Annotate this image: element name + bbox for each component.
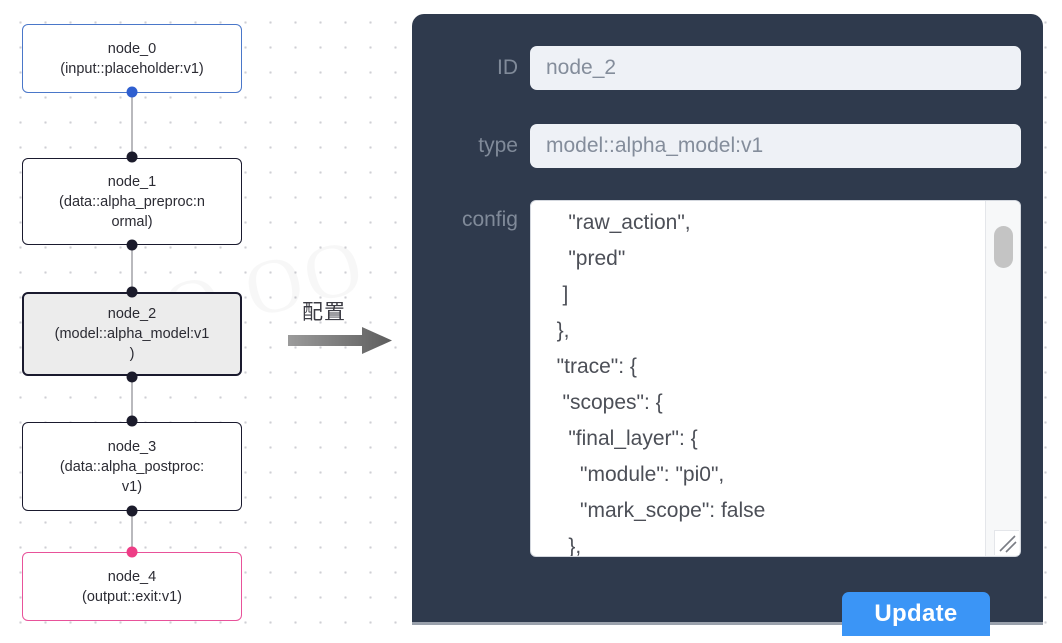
- edge-node0-node1: [131, 91, 134, 158]
- graph-node-node_0[interactable]: node_0 (input::placeholder:v1): [22, 24, 242, 93]
- config-textarea[interactable]: "raw_action", "pred" ] }, "trace": { "sc…: [530, 200, 1021, 557]
- edge-node3-node4: [131, 511, 134, 552]
- port-node_0-output[interactable]: [126, 86, 138, 98]
- type-field-label: type: [478, 134, 518, 157]
- resize-grip-icon[interactable]: [994, 530, 1019, 555]
- update-button[interactable]: Update: [842, 592, 990, 636]
- type-input[interactable]: model::alpha_model:v1: [530, 124, 1021, 168]
- port-node_4-input[interactable]: [126, 546, 138, 558]
- field-row-config: config "raw_action", "pred" ] }, "trace"…: [412, 200, 1021, 557]
- graph-node-node_3[interactable]: node_3 (data::alpha_postproc: v1): [22, 422, 242, 511]
- scrollbar-thumb[interactable]: [994, 226, 1013, 268]
- graph-node-label: node_4 (output::exit:v1): [82, 568, 182, 605]
- graph-node-node_2[interactable]: node_2 (model::alpha_model:v1 ): [22, 292, 242, 376]
- port-node_3-output[interactable]: [126, 505, 138, 517]
- id-input[interactable]: node_2: [530, 46, 1021, 90]
- field-row-id: ID node_2: [412, 46, 1021, 90]
- graph-node-node_4[interactable]: node_4 (output::exit:v1): [22, 552, 242, 621]
- edge-node1-node2: [131, 245, 134, 292]
- arrow-right-icon: [288, 327, 392, 354]
- id-field-label: ID: [497, 56, 518, 79]
- annotation-label: 配置: [302, 300, 346, 324]
- port-node_3-input[interactable]: [126, 415, 138, 427]
- port-node_1-output[interactable]: [126, 239, 138, 251]
- port-node_2-input[interactable]: [126, 286, 138, 298]
- graph-node-label: node_1 (data::alpha_preproc:n ormal): [59, 173, 205, 230]
- config-field-label: config: [461, 208, 518, 231]
- graph-node-label: node_0 (input::placeholder:v1): [60, 40, 204, 77]
- edge-node2-node3: [131, 376, 134, 422]
- graph-node-label: node_2 (model::alpha_model:v1 ): [54, 306, 210, 362]
- field-row-type: type model::alpha_model:v1: [412, 124, 1021, 168]
- port-node_1-input[interactable]: [126, 151, 138, 163]
- annotation-arrow-group: 配置: [288, 296, 400, 358]
- port-node_2-output[interactable]: [126, 371, 138, 383]
- node-config-panel: ID node_2 type model::alpha_model:v1 con…: [412, 14, 1043, 636]
- graph-node-node_1[interactable]: node_1 (data::alpha_preproc:n ormal): [22, 158, 242, 245]
- config-editor-wrap: "raw_action", "pred" ] }, "trace": { "sc…: [530, 200, 1021, 557]
- graph-node-label: node_3 (data::alpha_postproc: v1): [59, 438, 205, 495]
- vertical-scrollbar[interactable]: [985, 201, 1020, 556]
